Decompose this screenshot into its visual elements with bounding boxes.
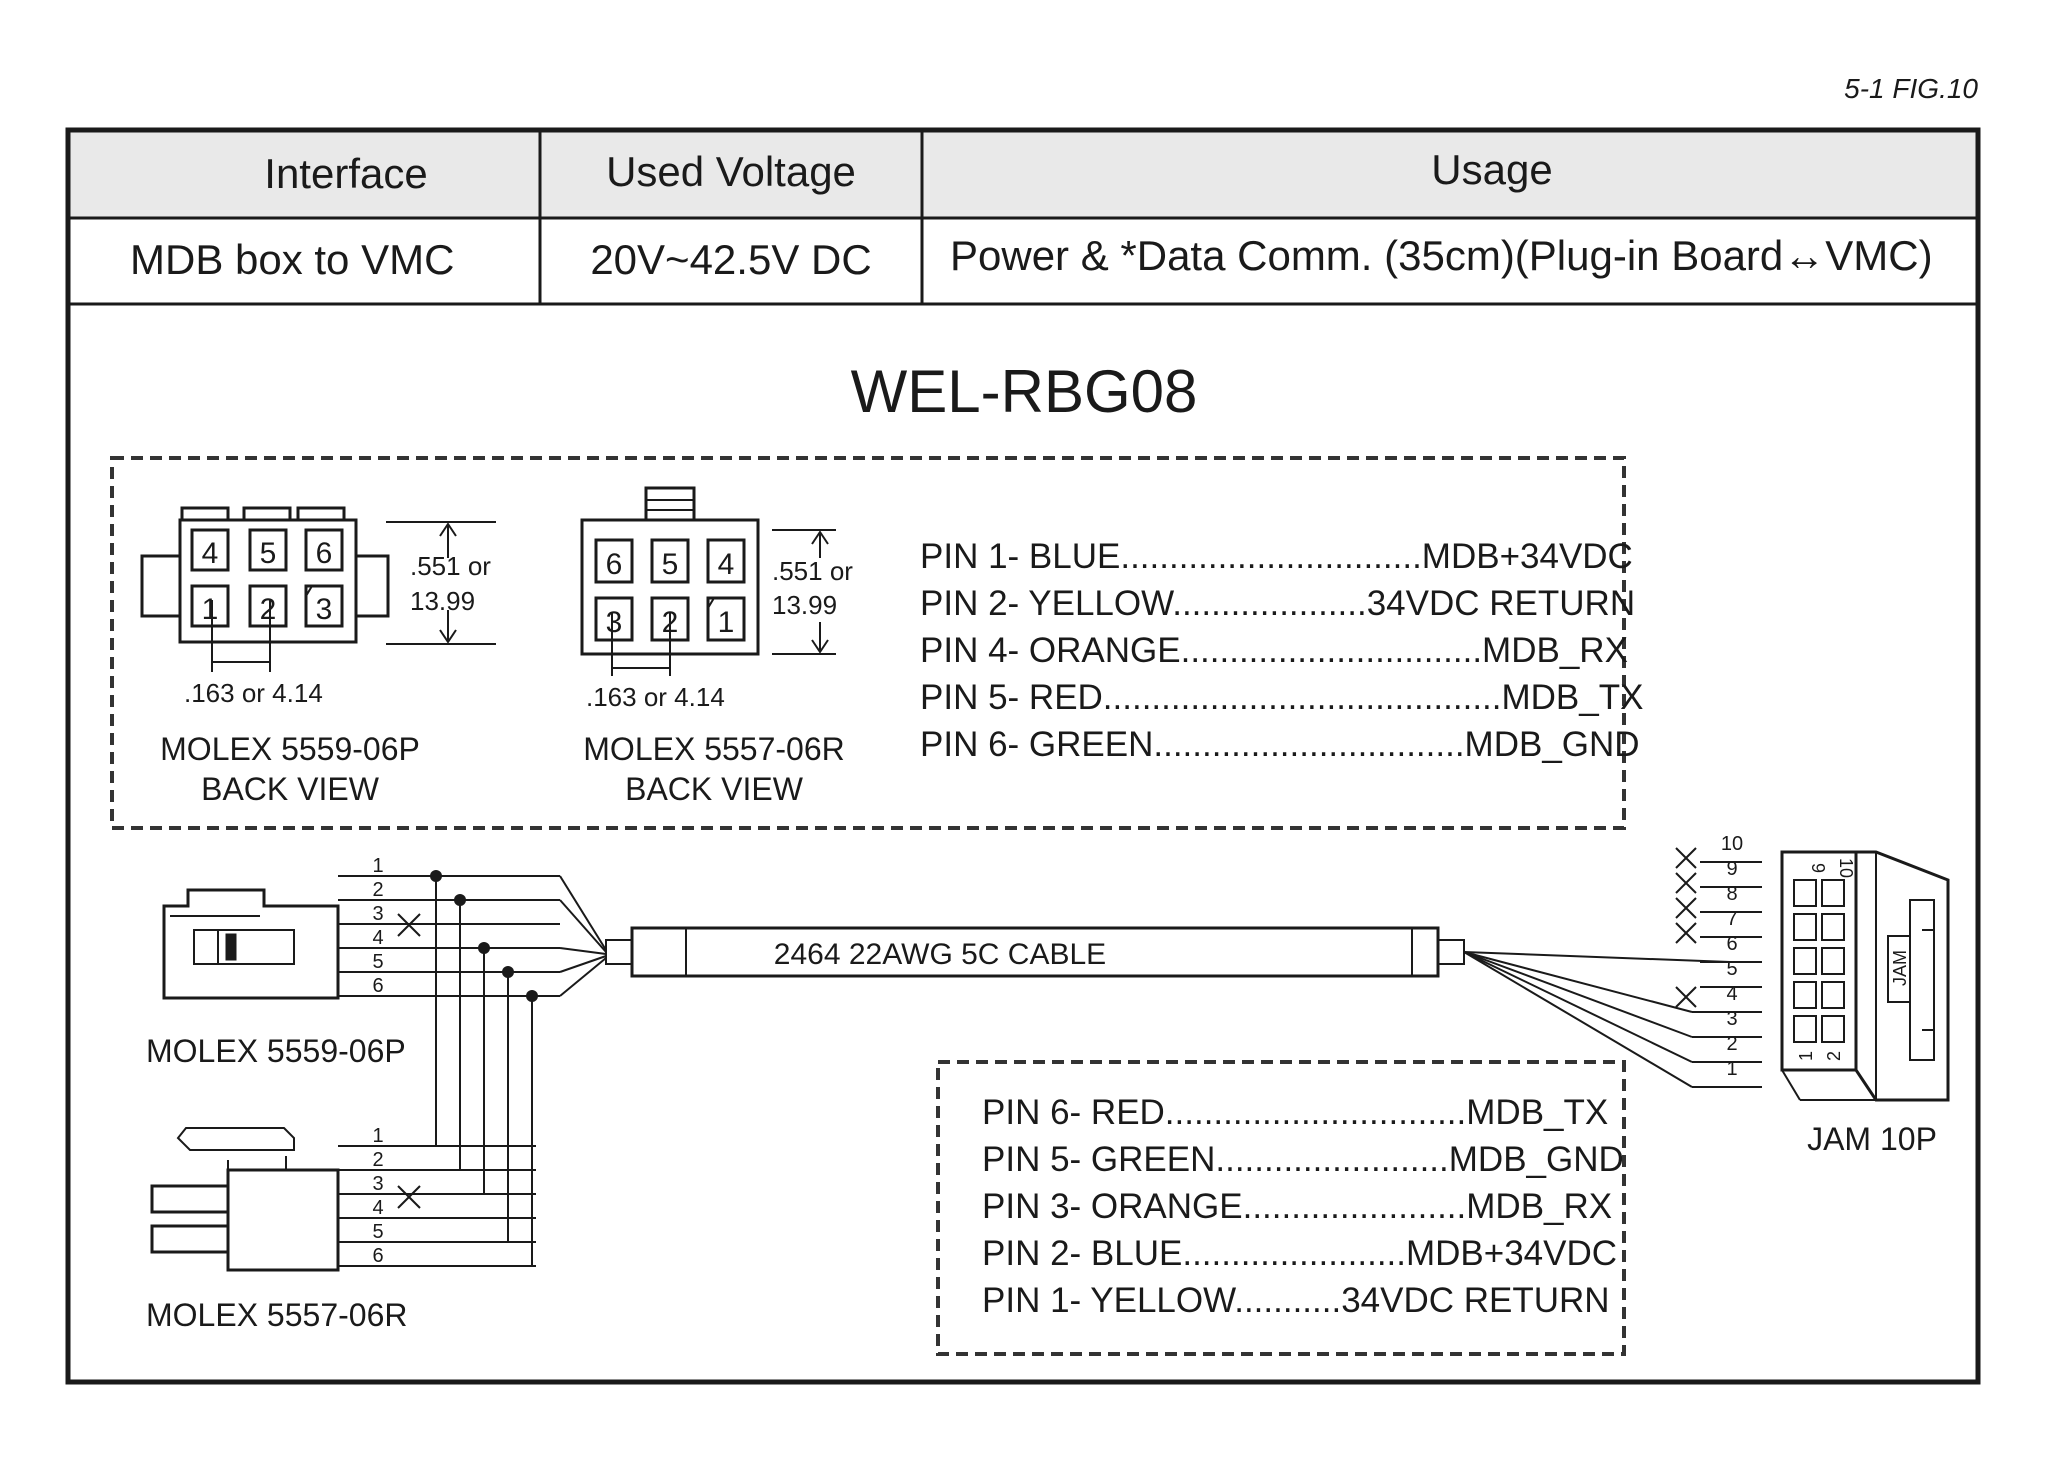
pinout-line: PIN 2- BLUE.......................MDB+34… xyxy=(982,1234,1617,1273)
pin-number: 5 xyxy=(1726,958,1737,980)
pin-label: 6 xyxy=(316,537,333,570)
header-interface: Interface xyxy=(264,150,427,197)
molex-5559-plug xyxy=(162,875,607,1000)
pin-label: 3 xyxy=(316,593,333,626)
crossover-wires xyxy=(435,876,533,1266)
pin-number: 1 xyxy=(1726,1058,1737,1080)
pinout-line: PIN 6- GREEN............................… xyxy=(920,725,1640,764)
jam-pin-stubs xyxy=(1675,847,1762,1088)
pinout-line: PIN 5- RED..............................… xyxy=(920,678,1643,717)
pinout-line: PIN 1- YELLOW...........34VDC RETURN xyxy=(982,1281,1610,1320)
pin-number: 7 xyxy=(1726,908,1737,930)
jam-face-number: 9 xyxy=(1808,863,1828,873)
cell-interface: MDB box to VMC xyxy=(130,236,454,283)
jam-pin-numbers: 10 9 8 7 6 5 4 3 2 1 xyxy=(1721,833,1743,1080)
jam-10p-connector xyxy=(1780,850,1950,1102)
spec-table: Interface Used Voltage Usage MDB box to … xyxy=(65,127,1981,1385)
pinout-line: PIN 4- ORANGE...........................… xyxy=(920,631,1628,670)
pin-number: 4 xyxy=(372,1197,383,1219)
pinout-line: PIN 5- GREEN........................MDB_… xyxy=(982,1140,1624,1179)
pin-label: 1 xyxy=(202,593,219,626)
height-dimension-mm: 13.99 xyxy=(772,590,837,620)
cell-used-voltage: 20V~42.5V DC xyxy=(590,236,871,283)
jam-side-marking: JAM xyxy=(1890,950,1910,986)
pin-number: 2 xyxy=(1726,1033,1737,1055)
height-dimension-mm: 13.99 xyxy=(410,586,475,616)
diagram-title: WEL-RBG08 xyxy=(851,358,1198,425)
molex-pinout-list: PIN 1- BLUE.............................… xyxy=(920,537,1643,764)
connector-view: BACK VIEW xyxy=(625,771,804,807)
pitch-dimension: .163 or 4.14 xyxy=(184,678,323,708)
molex-5559-back-view xyxy=(140,506,496,672)
jam-label: JAM 10P xyxy=(1807,1121,1937,1157)
pin-number: 8 xyxy=(1726,883,1737,905)
pin-number: 2 xyxy=(372,1149,383,1171)
pinout-line: PIN 6- RED..............................… xyxy=(982,1093,1608,1132)
molex-5557-plug xyxy=(150,1127,536,1272)
pitch-dimension: .163 or 4.14 xyxy=(586,682,725,712)
pin-number: 5 xyxy=(372,951,383,973)
connector-name: MOLEX 5559-06P xyxy=(160,731,420,767)
pinout-line: PIN 3- ORANGE.......................MDB_… xyxy=(982,1187,1612,1226)
pin-label: 1 xyxy=(718,606,735,639)
molex-5557-back-view xyxy=(580,486,836,676)
jam-pinout-list: PIN 6- RED..............................… xyxy=(982,1093,1624,1320)
pinout-line: PIN 1- BLUE.............................… xyxy=(920,537,1633,576)
cable-label: 2464 22AWG 5C CABLE xyxy=(774,938,1106,971)
pin-number: 2 xyxy=(372,879,383,901)
pin-label: 2 xyxy=(260,593,277,626)
plug-b-label: MOLEX 5557-06R xyxy=(146,1297,407,1333)
cell-usage: Power & *Data Comm. (35cm)(Plug-in Board… xyxy=(950,232,1933,279)
pin-number: 3 xyxy=(1726,1008,1737,1030)
pin-number: 9 xyxy=(1726,858,1737,880)
connector-view: BACK VIEW xyxy=(201,771,380,807)
pin-label: 5 xyxy=(662,548,679,581)
pin-label: 4 xyxy=(718,548,735,581)
plug-b-pin-numbers: 1 2 3 4 5 6 xyxy=(372,1125,383,1267)
pin-number: 4 xyxy=(1726,983,1737,1005)
jam-face-number: 1 xyxy=(1796,1051,1816,1061)
pin-number: 5 xyxy=(372,1221,383,1243)
pin-label: 4 xyxy=(202,537,219,570)
plug-a-pin-numbers: 1 2 3 4 5 6 xyxy=(372,855,383,997)
pin-number: 4 xyxy=(372,927,383,949)
pin-number: 3 xyxy=(372,1173,383,1195)
pin-number: 1 xyxy=(372,1125,383,1147)
header-usage: Usage xyxy=(1431,146,1552,193)
jam-face-number: 2 xyxy=(1824,1051,1844,1061)
molex-5557-pin-numbers: 6 5 4 3 2 1 .551 or 13.99 .163 or 4.14 M… xyxy=(583,548,853,807)
pin-number: 6 xyxy=(1726,933,1737,955)
jam-face-labels: 9 10 1 2 JAM xyxy=(1796,858,1910,1061)
header-used-voltage: Used Voltage xyxy=(606,148,856,195)
pin-label: 5 xyxy=(260,537,277,570)
pin-label: 3 xyxy=(606,606,623,639)
pin-number: 3 xyxy=(372,903,383,925)
pin-number: 6 xyxy=(372,1245,383,1267)
pin-label: 6 xyxy=(606,548,623,581)
junction-dots xyxy=(430,870,538,1002)
connector-detail-box xyxy=(110,456,1626,830)
pin-label: 2 xyxy=(662,606,679,639)
pinout-line: PIN 2- YELLOW....................34VDC R… xyxy=(920,584,1635,623)
jam-face-number: 10 xyxy=(1836,858,1856,878)
plug-a-label: MOLEX 5559-06P xyxy=(146,1033,406,1069)
pin-number: 10 xyxy=(1721,833,1743,855)
jam-fanout-wires xyxy=(1463,951,1762,1088)
molex-5559-pin-numbers: 4 5 6 1 2 3 .551 or 13.99 .163 or 4.14 M… xyxy=(160,537,491,807)
cable xyxy=(605,926,1465,978)
figure-reference: 5-1 FIG.10 xyxy=(1844,73,1978,104)
pin-number: 6 xyxy=(372,975,383,997)
connector-name: MOLEX 5557-06R xyxy=(583,731,844,767)
height-dimension: .551 or xyxy=(772,556,853,586)
pin-number: 1 xyxy=(372,855,383,877)
height-dimension: .551 or xyxy=(410,551,491,581)
jam-pinout-box xyxy=(936,1060,1626,1356)
